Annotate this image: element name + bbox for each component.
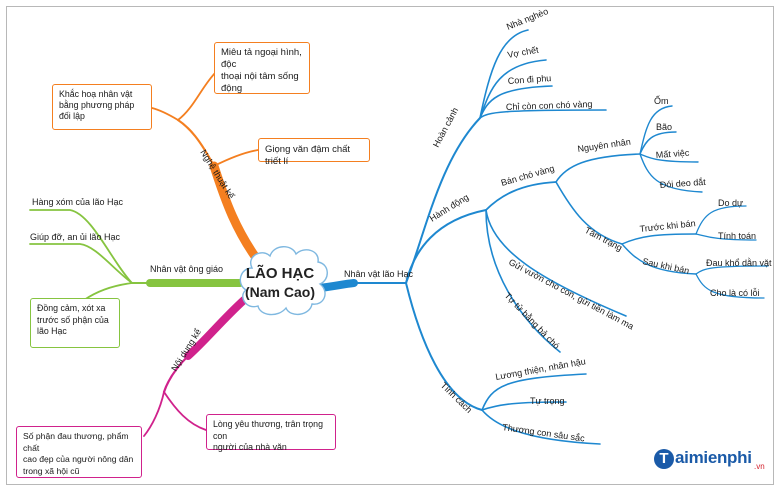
line-to-so-phan (143, 391, 165, 437)
box-long-yeu-line1: Lòng yêu thương, trân trọng con (213, 419, 323, 441)
branch-noi-dung (143, 296, 248, 437)
line-ban-cho (485, 181, 557, 211)
label-hanh-dong: Hành động (428, 192, 471, 224)
label-ban-cho-vang: Bán chó vàng (500, 163, 556, 188)
label-co-loi: Cho là có lỗi (710, 288, 760, 298)
box-khac-hoa-line3: đối lập (59, 111, 85, 121)
line-tinh-toan (695, 233, 757, 241)
box-long-yeu: Lòng yêu thương, trân trọng con người củ… (206, 414, 336, 452)
label-thuong-con: Thương con sâu sắc (502, 422, 586, 444)
line-doi-deo-dat (639, 153, 703, 193)
label-doi-deo-dat: Đói deo dắt (659, 177, 706, 190)
line-hanh-dong (405, 209, 487, 284)
line-luong-thien (481, 373, 587, 411)
label-bao: Bão (656, 122, 672, 132)
label-do-du: Do dự (718, 198, 743, 208)
box-khac-hoa-line1: Khắc hoạ nhân vật (59, 89, 133, 99)
line-bao (639, 131, 677, 155)
box-mieu-ta: Miêu tả ngoại hình, độc thoại nội tâm số… (214, 42, 310, 94)
central-title: LÃO HẠC (245, 265, 315, 282)
box-so-phan-line2: cao đẹp của người nông dân (23, 454, 134, 464)
box-dong-cam-line1: Đồng cảm, xót xa (37, 303, 106, 313)
label-nha-ngheo: Nhà nghèo (505, 6, 550, 32)
label-vo-chet: Vợ chết (507, 45, 540, 60)
box-khac-hoa-line2: bằng phương pháp (59, 100, 135, 110)
label-nhan-vat-lao-hac: Nhân vật lão Hạc (344, 269, 414, 279)
line-tu-tu (485, 209, 561, 353)
line-vo-chet (479, 59, 547, 119)
line-nguyen-nhan (555, 153, 641, 183)
logo-mark: T (654, 449, 674, 469)
box-dong-cam-line2: trước số phận của (37, 314, 109, 325)
box-dong-cam-line3: lão Hạc (37, 326, 67, 336)
line-co-loi (695, 273, 765, 299)
line-truoc-khi-ban (621, 233, 697, 245)
line-nha-ngheo (479, 29, 529, 119)
label-hoan-canh: Hoàn cảnh (431, 106, 460, 149)
branch-nghe-thuat (151, 71, 267, 271)
line-con-di-phu (479, 85, 553, 119)
line-dau-kho (695, 265, 769, 275)
box-so-phan-line3: trong xã hội cũ (23, 465, 80, 476)
branch-ong-giao (29, 209, 244, 301)
label-dau-kho: Đau khổ dằn vặt (706, 258, 772, 268)
label-nguyen-nhan: Nguyên nhân (577, 137, 631, 154)
label-tinh-toan: Tính toán (718, 231, 756, 241)
box-giong-van-line1: Giọng văn đậm chất triết lí (265, 144, 351, 167)
box-so-phan: Số phận đau thương, phẩm chất cao đẹp củ… (16, 426, 142, 478)
label-ong-giao: Nhân vật ông giáo (150, 264, 223, 274)
label-giup-do: Giúp đỡ, an ủi lão Hạc (30, 232, 120, 242)
line-to-mieu-ta (177, 71, 217, 121)
label-sau-khi-ban: Sau khi bán (642, 256, 691, 276)
box-mieu-ta-line2: thoại nội tâm sống động (221, 71, 299, 94)
box-khac-hoa: Khắc hoạ nhân vật bằng phương pháp đối l… (52, 84, 152, 130)
box-so-phan-line1: Số phận đau thương, phẩm chất (23, 431, 129, 453)
branch-noi-dung-main (162, 354, 190, 394)
box-dong-cam: Đồng cảm, xót xa trước số phận của lão H… (30, 298, 120, 348)
image-frame (6, 6, 774, 485)
branch-nghe-thuat-main (176, 118, 216, 168)
logo-name: aimienphi (675, 448, 752, 467)
line-giup-do (29, 243, 133, 284)
central-topic: LÃO HẠC (Nam Cao) (238, 258, 322, 314)
line-to-khac-hoa (151, 107, 179, 121)
central-subtitle: (Nam Cao) (244, 284, 315, 300)
label-om: Ốm (654, 95, 669, 106)
line-thuong-con (481, 409, 601, 445)
logo-tld: .vn (754, 462, 765, 471)
box-giong-van: Giọng văn đậm chất triết lí (258, 138, 370, 167)
label-tinh-cach: Tính cách (439, 380, 474, 415)
line-to-giong-van (213, 149, 259, 167)
line-do-du (695, 205, 747, 235)
line-sau-khi-ban (621, 243, 697, 275)
label-truoc-khi-ban: Trước khi bán (639, 218, 696, 234)
line-tu-trong (481, 401, 567, 411)
line-tinh-cach (405, 282, 483, 411)
line-tam-trang (555, 181, 623, 245)
label-tam-trang: Tâm trạng (583, 225, 624, 253)
title-cloud (239, 246, 328, 316)
taimienphi-logo: T aimienphi .vn (654, 447, 772, 473)
label-mat-viec: Mất việc (655, 148, 690, 160)
line-con-cho-vang (479, 109, 607, 119)
label-hang-xom: Hàng xóm của lão Hạc (32, 197, 124, 207)
box-long-yeu-line2: người của nhà văn (213, 442, 287, 452)
label-tu-trong: Tự trọng (530, 396, 565, 406)
line-mat-viec (639, 153, 699, 163)
branch-lao-hac (316, 29, 769, 445)
box-mieu-ta-line1: Miêu tả ngoại hình, độc (221, 47, 302, 70)
label-tu-tu: Tự tử bằng bả chó (503, 290, 562, 351)
label-con-cho-vang: Chỉ còn con chó vàng (506, 99, 593, 112)
branch-noi-dung-trunk (184, 296, 248, 360)
branch-lao-hac-trunk (316, 279, 358, 292)
line-om (639, 105, 673, 155)
line-gui-vuon (485, 209, 627, 317)
line-hang-xom (29, 209, 133, 284)
line-to-long-yeu (163, 391, 207, 431)
label-con-di-phu: Con đi phu (507, 73, 551, 86)
label-nghe-thuat-ke: Nghệ thuật kể (198, 148, 236, 201)
